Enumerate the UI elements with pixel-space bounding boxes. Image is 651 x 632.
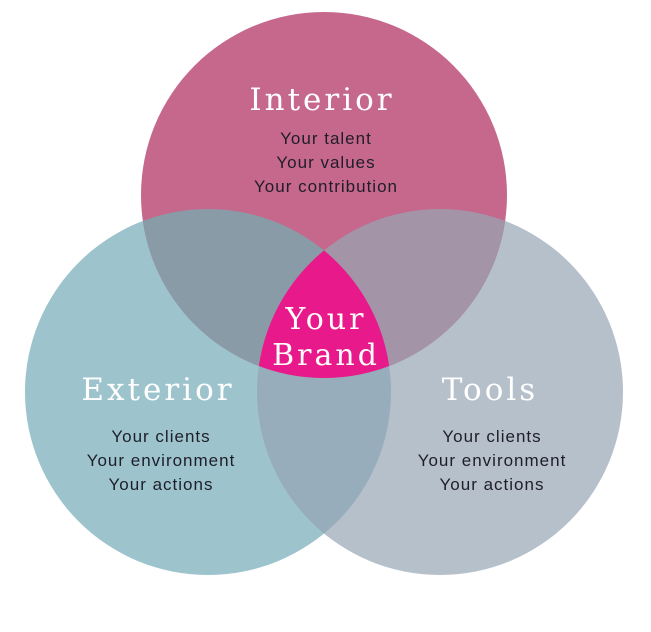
overlap-interior-tools [257,209,507,378]
overlap-interior-exterior [141,209,391,378]
tools-item-3: Your actions [440,475,545,494]
tools-title: Tools [442,372,538,408]
interior-item-3: Your contribution [254,177,398,196]
exterior-item-3: Your actions [109,475,214,494]
interior-item-2: Your values [276,153,375,172]
exterior-title: Exterior [81,372,234,408]
tools-item-1: Your clients [442,427,541,446]
interior-title: Interior [249,82,394,118]
center-line-2: Brand [272,338,380,373]
tools-item-2: Your environment [418,451,567,470]
exterior-item-1: Your clients [111,427,210,446]
exterior-item-2: Your environment [87,451,236,470]
center-line-1: Your [285,302,367,337]
interior-item-1: Your talent [280,129,372,148]
